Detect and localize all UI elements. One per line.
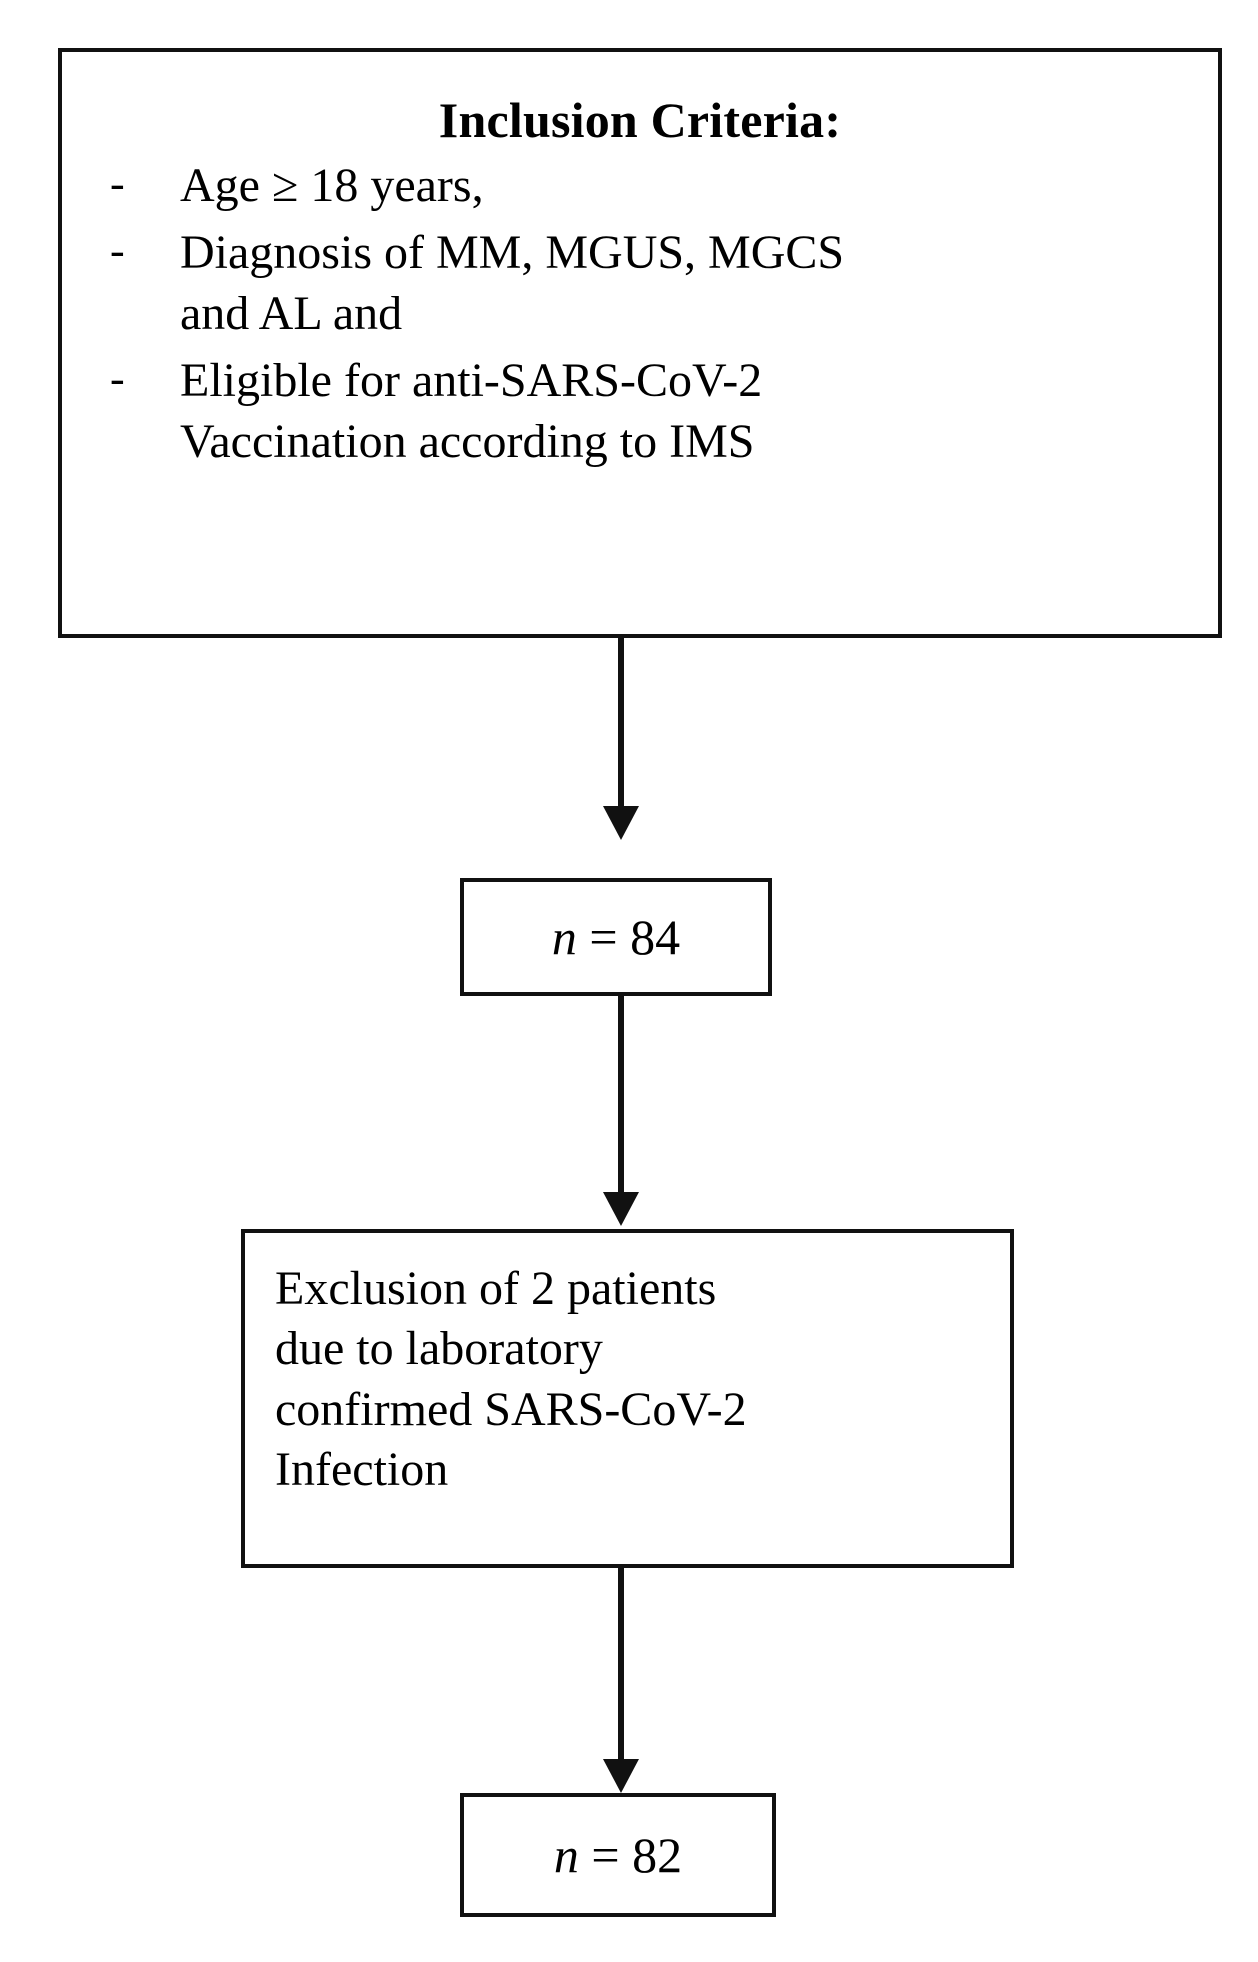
final-count-box: n = 82 — [460, 1793, 776, 1917]
arrow-shaft — [618, 996, 624, 1194]
arrow-shaft — [618, 1568, 624, 1761]
arrow-head-icon — [603, 1192, 639, 1226]
final-count-label: n = 82 — [464, 1830, 772, 1880]
criteria-item-label: Age ≥ 18 years, — [180, 159, 484, 212]
inclusion-criteria-box: Inclusion Criteria: - Age ≥ 18 years, - … — [58, 48, 1222, 638]
exclusion-text: Exclusion of 2 patients due to laborator… — [275, 1262, 747, 1497]
criteria-item-diagnosis: - Diagnosis of MM, MGUS, MGCS and AL and — [88, 223, 1192, 345]
arrow-shaft — [618, 638, 624, 808]
criteria-item-age: - Age ≥ 18 years, — [88, 156, 1192, 217]
arrow-head-icon — [603, 806, 639, 840]
bullet-dash-marker: - — [110, 159, 125, 208]
n-value: 82 — [632, 1827, 683, 1883]
enrolled-count-box: n = 84 — [460, 878, 772, 996]
inclusion-criteria-list: - Age ≥ 18 years, - Diagnosis of MM, MGU… — [88, 156, 1192, 473]
exclusion-box: Exclusion of 2 patients due to laborator… — [241, 1229, 1014, 1568]
n-symbol: n — [551, 909, 577, 965]
criteria-item-label: Eligible for anti-SARS-CoV-2 Vaccination… — [180, 353, 763, 468]
arrow-head-icon — [603, 1759, 639, 1793]
enrolled-count-label: n = 84 — [464, 912, 768, 962]
n-operator: = — [589, 909, 618, 965]
bullet-dash-marker: - — [110, 353, 125, 403]
criteria-item-vaccination-eligibility: - Eligible for anti-SARS-CoV-2 Vaccinati… — [88, 351, 1192, 473]
inclusion-criteria-title: Inclusion Criteria: — [438, 92, 842, 148]
n-symbol: n — [553, 1827, 579, 1883]
n-operator: = — [591, 1827, 620, 1883]
criteria-item-label: Diagnosis of MM, MGUS, MGCS and AL and — [180, 225, 845, 340]
n-value: 84 — [630, 909, 681, 965]
bullet-dash-marker: - — [110, 225, 125, 275]
